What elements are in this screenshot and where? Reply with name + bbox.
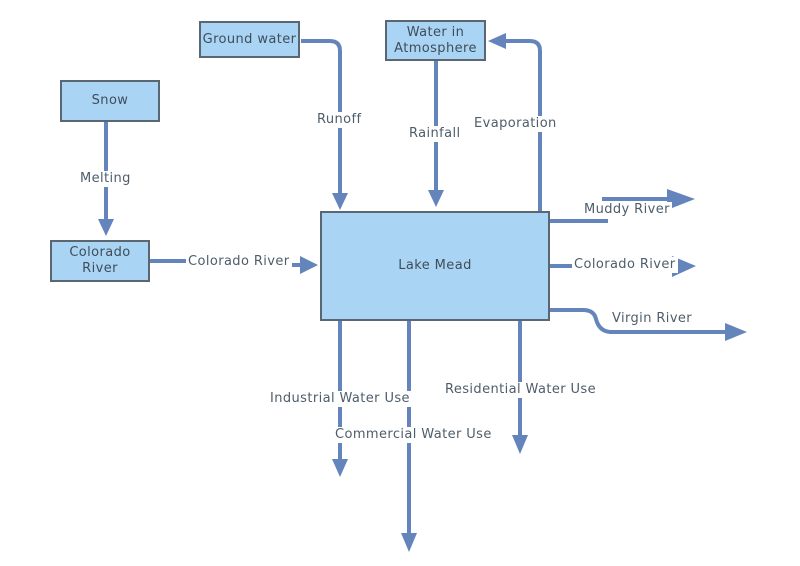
edge-virgin-river [550, 308, 747, 341]
edge-label-residential-water-use: Residential Water Use [443, 382, 598, 399]
edge-label-rainfall: Rainfall [407, 126, 463, 143]
edge-runoff [301, 39, 348, 210]
node-colorado-river: Colorado River [50, 240, 150, 282]
edge-label-virgin-river: Virgin River [610, 311, 695, 328]
edge-label-industrial-water-use: Industrial Water Use [268, 391, 412, 408]
arrowhead-muddy-river [667, 189, 695, 210]
arrowhead-runoff [332, 193, 348, 210]
node-ground-water: Ground water [199, 21, 300, 58]
edge-residential [512, 321, 528, 454]
node-snow: Snow [60, 80, 160, 122]
arrowhead-melting [98, 219, 114, 236]
arrowhead-commercial [401, 533, 417, 552]
edge-label-commercial-water-use: Commercial Water Use [333, 427, 494, 444]
arrowhead-colorado-inflow [300, 256, 318, 274]
arrowhead-evaporation [488, 33, 506, 49]
node-water-in-atmosphere: Water in Atmosphere [385, 20, 486, 61]
arrowhead-residential [512, 435, 528, 454]
edge-colorado-outflow [550, 256, 696, 277]
edge-label-colorado-river-outflow: Colorado River [572, 257, 678, 274]
node-lake-mead: Lake Mead [320, 211, 550, 321]
arrowhead-colorado-outflow [672, 256, 696, 277]
arrowhead-industrial [332, 459, 348, 477]
edge-label-runoff: Runoff [315, 112, 364, 129]
edge-muddy-river [550, 189, 695, 223]
edge-label-evaporation: Evaporation [472, 116, 559, 133]
arrowhead-rainfall [428, 190, 444, 207]
edge-label-muddy-river: Muddy River [582, 202, 672, 219]
arrowhead-virgin-river [725, 323, 747, 341]
edge-label-colorado-river-inflow: Colorado River [186, 254, 292, 271]
edge-label-melting: Melting [78, 171, 133, 188]
edge-evaporation [488, 33, 542, 211]
